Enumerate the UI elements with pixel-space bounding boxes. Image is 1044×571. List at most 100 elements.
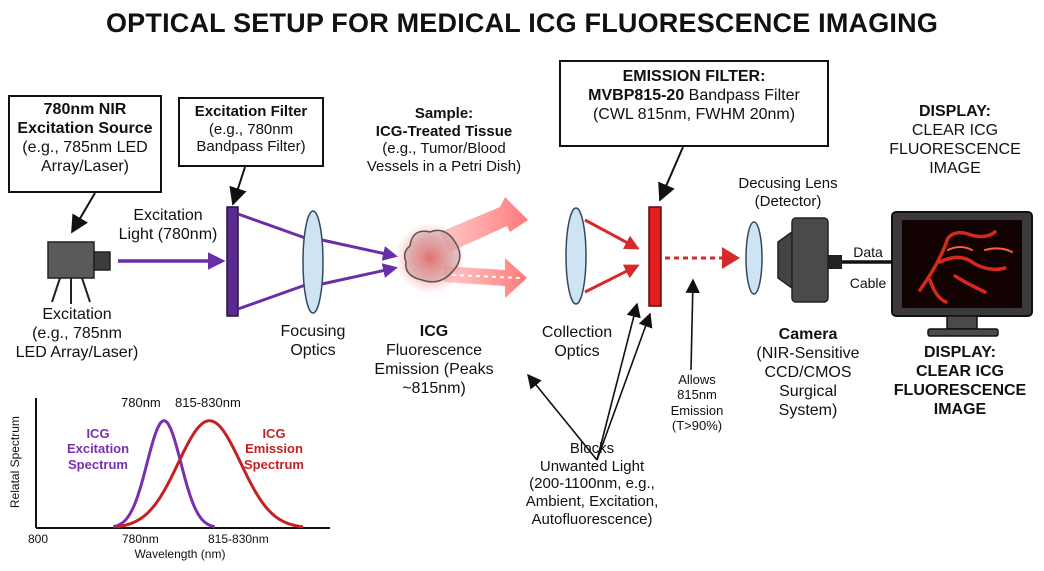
source-box-line3: (e.g., 785nm LED: [22, 138, 148, 156]
chart-y-label: Relatal Spectrum: [7, 416, 22, 509]
display-bottom-line4: IMAGE: [933, 400, 987, 418]
excitation-light-line2: Light (780nm): [118, 225, 218, 243]
blocks-line1: Blocks: [569, 440, 615, 457]
source-box-line4: Array/Laser): [40, 157, 130, 175]
excitation-light-line1: Excitation: [133, 207, 203, 224]
emission-box-line3: (CWL 815nm, FWHM 20nm): [592, 105, 796, 123]
collection-optics-label: Collection Optics: [527, 324, 627, 362]
display-bottom-line2: CLEAR ICG: [916, 362, 1004, 380]
icg-line2: Fluorescence: [385, 341, 483, 359]
data-cable-line1: Data: [853, 244, 883, 260]
blocks-label: Blocks Unwanted Light (200-1100nm, e.g.,…: [482, 440, 702, 528]
icg-line4: ~815nm): [402, 379, 466, 397]
emission-box-line1: EMISSION FILTER:: [622, 68, 766, 85]
camera-line3: CCD/CMOS: [764, 363, 852, 381]
decusing-lens: [745, 221, 763, 295]
page-title: OPTICAL SETUP FOR MEDICAL ICG FLUORESCEN…: [105, 8, 939, 38]
collection-lens: [565, 207, 587, 305]
camera-body: [777, 217, 842, 303]
camera-line5: System): [778, 401, 838, 419]
icg-emission-label: ICG Fluorescence Emission (Peaks ~815nm): [370, 323, 498, 399]
legend-emission-line1: ICG: [262, 426, 286, 441]
blocks-line5: Autofluorescence): [531, 510, 653, 528]
icg-tissue-sample: [403, 229, 461, 283]
source-label: Excitation (e.g., 785nm LED Array/Laser): [4, 306, 150, 363]
excitation-filter-box: Excitation Filter (e.g., 780nm Bandpass …: [178, 97, 324, 167]
excitation-source-box: 780nm NIR Excitation Source (e.g., 785nm…: [8, 95, 162, 193]
data-cable-label: Data Cable: [840, 244, 896, 291]
filter-box-line3: Bandpass Filter): [196, 138, 306, 156]
sample-line1: Sample:: [414, 105, 474, 122]
series-line-excitation: [112, 419, 216, 529]
allows-line3: Emission: [670, 402, 724, 418]
legend-emission-line2: Emission: [245, 441, 303, 457]
emission-beam-lower: [444, 258, 527, 298]
allows-label: Allows 815nm Emission (T>90%): [660, 372, 734, 433]
blocks-line3: (200-1100nm, e.g.,: [529, 475, 655, 493]
legend-excitation-line3: Spectrum: [68, 456, 128, 472]
blocks-line4: Ambient, Excitation,: [525, 493, 659, 511]
source-label-line1: Excitation: [42, 306, 112, 323]
filter-pointer-arrow: [229, 166, 247, 206]
focusing-line1: Focusing: [280, 323, 346, 340]
sample-label: Sample: ICG-Treated Tissue (e.g., Tumor/…: [346, 105, 542, 176]
chart-x-label: Wavelength (nm): [134, 547, 226, 561]
display-monitor: [891, 211, 1033, 337]
legend-emission-line3: Spectrum: [244, 456, 304, 472]
legend-excitation-line1: ICG: [86, 426, 110, 441]
collection-line1: Collection: [541, 324, 613, 341]
emission-beam-upper: [440, 197, 528, 252]
lens-line1: Decusing Lens: [738, 175, 838, 192]
camera-label: Camera (NIR-Sensitive CCD/CMOS Surgical …: [748, 326, 868, 420]
display-bottom-line3: FLUORESCENCE: [893, 381, 1027, 399]
display-top-label: DISPLAY: CLEAR ICG FLUORESCENCE IMAGE: [870, 103, 1040, 179]
chart-peak-label-excitation: 780nm: [121, 395, 161, 410]
display-top-line4: IMAGE: [929, 159, 981, 177]
excitation-source-device: [47, 241, 111, 304]
sample-line2: ICG-Treated Tissue: [375, 122, 513, 140]
legend-excitation: ICG Excitation Spectrum: [58, 426, 138, 472]
display-bottom-line1: DISPLAY:: [923, 344, 996, 361]
source-box-line2: Excitation Source: [17, 119, 153, 137]
excitation-light-label: Excitation Light (780nm): [112, 207, 224, 245]
allows-line4: (T>90%): [671, 417, 723, 433]
allows-line2: 815nm: [677, 387, 717, 403]
lens-line2: (Detector): [754, 192, 822, 210]
blocks-line2: Unwanted Light: [539, 457, 645, 475]
camera-line1: Camera: [778, 326, 838, 343]
camera-line4: Surgical: [779, 382, 837, 400]
display-bottom-label: DISPLAY: CLEAR ICG FLUORESCENCE IMAGE: [880, 344, 1040, 420]
focusing-line2: Optics: [290, 341, 336, 359]
decusing-lens-label: Decusing Lens (Detector): [718, 175, 858, 210]
filter-box-line2: (e.g., 780nm: [208, 120, 294, 138]
focusing-optics-label: Focusing Optics: [263, 323, 363, 361]
sample-line3: (e.g., Tumor/Blood: [382, 140, 506, 158]
emission-filter-pointer-arrow: [658, 146, 684, 202]
collection-line2: Optics: [554, 342, 600, 360]
icg-line3: Emission (Peaks: [374, 360, 494, 378]
focusing-lens: [302, 210, 324, 314]
excitation-filter: [226, 206, 239, 317]
series-line-emission: [115, 419, 304, 529]
display-top-line3: FLUORESCENCE: [889, 140, 1021, 158]
emission-filter-type: Bandpass Filter: [684, 86, 800, 104]
emission-box-line2: MVBP815-20 Bandpass Filter: [561, 87, 827, 106]
legend-emission: ICG Emission Spectrum: [234, 426, 314, 472]
emission-filter-box: EMISSION FILTER: MVBP815-20 Bandpass Fil…: [559, 60, 829, 147]
chart-x-tick-1: 780nm: [122, 532, 159, 546]
chart-peak-label-emission: 815-830nm: [175, 395, 241, 410]
filter-box-line1: Excitation Filter: [194, 103, 308, 120]
camera-line2: (NIR-Sensitive: [756, 344, 860, 362]
source-label-line2: (e.g., 785nm: [32, 324, 122, 342]
emission-filter: [648, 206, 662, 307]
data-cable-line2: Cable: [849, 274, 887, 291]
sample-line4: Vessels in a Petri Dish): [366, 158, 522, 176]
allows-line1: Allows: [678, 372, 716, 387]
source-box-line1: 780nm NIR: [43, 101, 127, 118]
display-top-line1: DISPLAY:: [918, 103, 991, 120]
display-top-line2: CLEAR ICG: [911, 121, 999, 139]
source-pointer-arrow: [71, 192, 96, 234]
emission-filter-model: MVBP815-20: [588, 86, 685, 104]
